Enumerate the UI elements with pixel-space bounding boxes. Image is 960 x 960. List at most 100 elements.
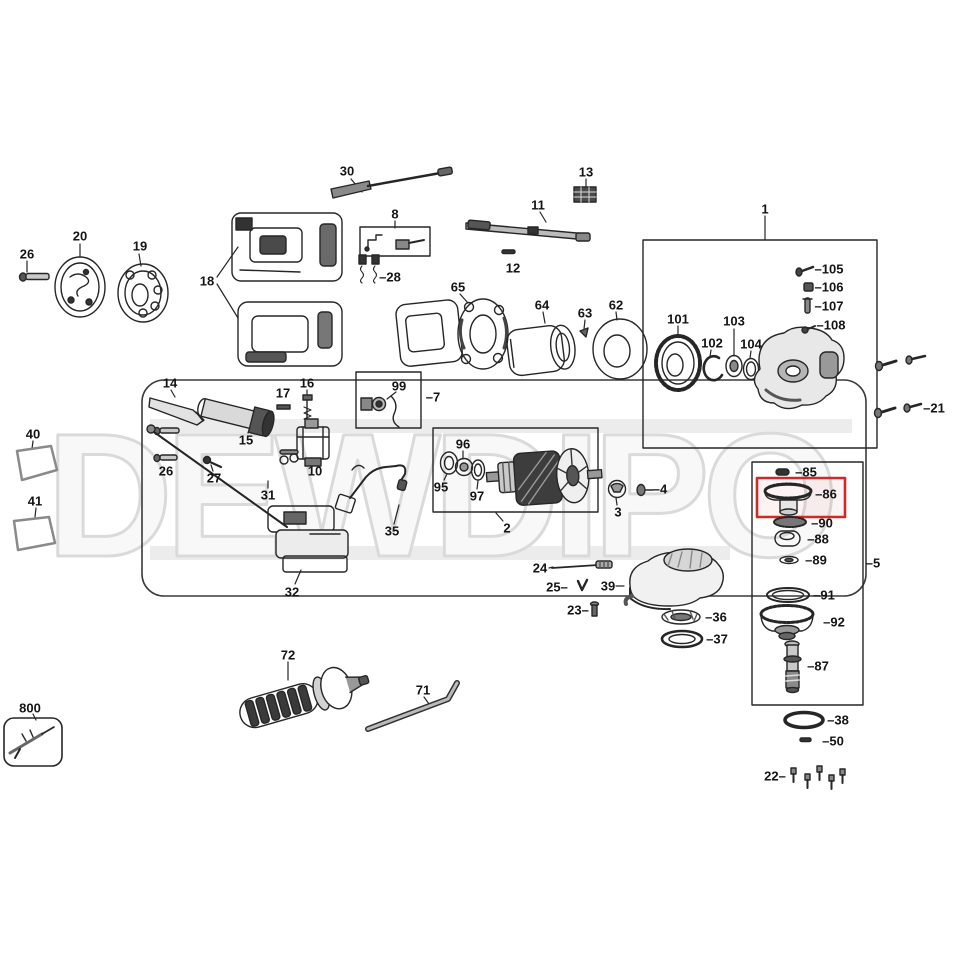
part-96-bearing [454,457,474,477]
part-label-37: –37 [706,631,728,647]
part-72-side-handle [239,666,370,729]
part-41-label-plate [12,515,57,552]
part-label-30: 30 [339,163,355,179]
part-106-block [803,282,814,292]
part-108-screw [801,325,816,334]
part-label-22: 22– [764,768,786,784]
part-87-spindle [783,640,802,694]
part-22-screws [790,765,846,790]
part-label-800: 800 [19,700,41,716]
part-36-washer [661,609,701,625]
part-800-lubricant-box [3,717,63,767]
part-label-27: 27 [206,470,222,486]
part-label-21: –21 [923,400,945,416]
part-92-bevel-gear [759,604,815,641]
part-4-sleeve [636,483,654,497]
part-label-35: 35 [384,523,400,539]
part-label-105: –105 [814,261,844,277]
part-11-bar [465,219,591,242]
part-label-50: –50 [822,733,844,749]
part-10-bracket [296,418,330,467]
part-32-switch-module [146,424,349,573]
part-label-106: –106 [814,279,844,295]
part-label-72: 72 [280,647,296,663]
part-88-collar [774,530,801,547]
part-label-20: 20 [72,228,88,244]
part-label-1: 1 [761,201,769,217]
part-27-screw [202,455,223,469]
part-label-63: 63 [577,305,593,321]
part-label-62: 62 [608,297,624,313]
part-label-25: 25– [546,579,568,595]
part-38-o-ring [783,710,825,730]
part-105-screw [795,265,815,277]
part-3-bushing [607,479,627,499]
part-14-wedge [148,397,205,426]
part-18-housing-halves [231,212,343,367]
part-90-disc [773,516,807,528]
part-15-spindle [197,398,275,438]
part-25-clip [576,578,589,592]
part-label-87: –87 [807,658,829,674]
part-label-71: 71 [415,682,431,698]
part-label-64: 64 [534,297,550,313]
part-label-89: –89 [805,552,827,568]
part-label-90: –90 [811,515,833,531]
part-39-guard [623,548,725,611]
part-107-pin [802,297,813,314]
part-label-88: –88 [807,531,829,547]
part-label-2: 2 [503,520,511,536]
part-label-85: –85 [795,464,817,480]
part-23-pin [589,601,600,617]
part-26-pin-top [18,272,50,282]
assembly-box-8 [359,226,431,257]
part-label-102: 102 [701,335,723,351]
part-label-32: 32 [284,584,300,600]
part-104-oval-ring [742,357,760,381]
part-label-5: –5 [865,555,881,571]
part-19-bearing [117,263,169,323]
part-label-10: 10 [307,463,323,479]
part-label-31: 31 [260,487,276,503]
part-label-26b: 26 [158,463,174,479]
part-label-19: 19 [132,238,148,254]
part-label-91: –91 [813,587,835,603]
part-label-16: 16 [299,375,315,391]
part-101-gear-ring [654,334,702,392]
part-label-23: 23– [567,602,589,618]
part-label-95: 95 [433,479,449,495]
part-21-screws [873,354,927,419]
part-label-41: 41 [27,493,43,509]
part-2-armature [485,448,603,506]
part-86-gear-flange [763,482,813,516]
gear-case-drawing [753,326,845,410]
assembly-box-5-outline [751,461,864,706]
part-65-motor-housing [395,298,509,370]
part-64-field [506,324,576,377]
part-label-7: –7 [425,389,441,405]
part-31-clamp [279,449,299,465]
part-85-key [775,468,790,476]
part-label-12: 12 [505,260,521,276]
part-label-4: –4 [652,481,668,497]
part-label-18: 18 [199,273,215,289]
part-label-101: 101 [667,311,689,327]
part-label-24: 24 [532,560,548,576]
part-26-pins-mid [153,426,180,463]
part-label-92: –92 [823,614,845,630]
part-label-39: 39 [600,578,616,594]
part-63-clip [579,327,589,338]
part-97-washer [470,459,486,481]
part-89-washer [779,555,799,565]
part-label-99: 99 [391,378,407,394]
part-37-ring [660,629,704,649]
part-40-label-plate [15,444,59,482]
part-label-97: 97 [469,488,485,504]
part-label-107: –107 [814,298,844,314]
part-label-104: 104 [740,336,762,352]
assembly-box-7 [355,371,422,429]
part-label-15: 15 [238,432,254,448]
part-label-11: 11 [531,197,545,213]
